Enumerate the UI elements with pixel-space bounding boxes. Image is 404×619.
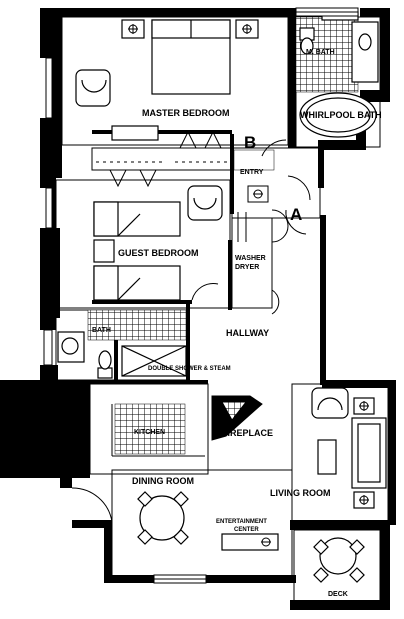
marker-a: A (290, 205, 302, 224)
dining-door-swing (71, 487, 113, 523)
entry-tile (233, 149, 275, 171)
label-dining-room: DINING ROOM (132, 476, 194, 486)
windows (43, 7, 359, 584)
label-guest-bedroom: GUEST BEDROOM (118, 248, 199, 258)
room-labels: MASTER BEDROOM M. BATH WHIRLPOOL BATH EN… (92, 49, 382, 598)
label-living-room: LIVING ROOM (270, 488, 331, 498)
label-dryer: DRYER (235, 264, 259, 271)
label-double-shower: DOUBLE SHOWER & STEAM (148, 366, 231, 372)
master-bed (75, 19, 259, 141)
kitchen-fixtures (111, 404, 205, 457)
guest-nightstand (93, 239, 115, 263)
entry-fixtures (247, 139, 311, 235)
deck-table (319, 537, 357, 575)
marker-b: B (244, 133, 256, 152)
label-master-bath: M. BATH (306, 49, 335, 56)
deck-set (313, 537, 365, 583)
label-entry: ENTRY (240, 169, 264, 176)
dining-set (137, 491, 189, 545)
label-center: CENTER (234, 527, 259, 533)
label-fireplace: FIREPLACE (222, 428, 273, 438)
label-kitchen: KITCHEN (134, 429, 165, 436)
label-whirlpool-bath: WHIRLPOOL BATH (300, 110, 382, 120)
closets (96, 130, 228, 188)
label-deck: DECK (328, 591, 348, 598)
bath-fixtures (57, 331, 187, 379)
coffee-table (317, 439, 337, 475)
kitchen-tile (114, 403, 186, 455)
lamp-icons (128, 24, 252, 34)
living-lamp-icons (261, 401, 369, 547)
bath-tile (87, 309, 187, 341)
label-bath: BATH (92, 327, 111, 334)
label-master-bedroom: MASTER BEDROOM (142, 108, 230, 118)
dresser (111, 125, 159, 141)
fireplace (211, 395, 263, 441)
washer-dryer-closet (191, 209, 289, 315)
label-entertainment: ENTERTAINMENT (216, 519, 267, 525)
guest-beds (93, 185, 223, 301)
label-washer: WASHER (235, 255, 266, 262)
living-room-furniture (221, 387, 387, 551)
dining-table (139, 495, 185, 541)
label-hallway: HALLWAY (226, 328, 269, 338)
vanity (351, 21, 379, 83)
